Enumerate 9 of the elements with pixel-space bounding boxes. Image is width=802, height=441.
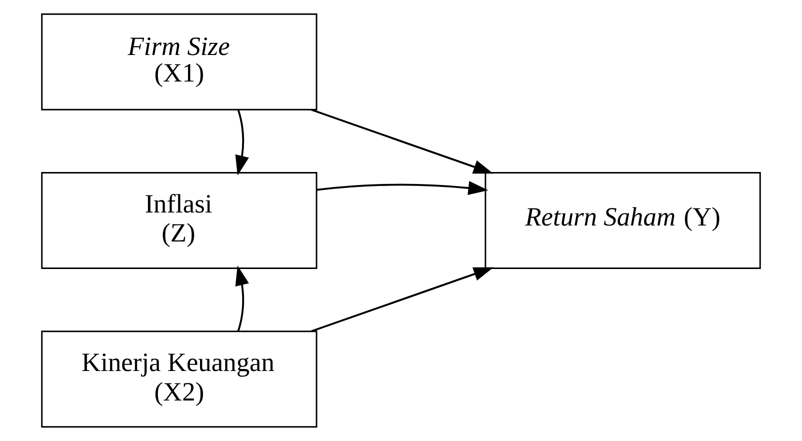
- arrow: [310, 108, 494, 174]
- arrow: [235, 109, 249, 176]
- arrow: [311, 267, 494, 332]
- arrow: [235, 265, 249, 332]
- node-box: Return Saham (Y): [484, 172, 761, 269]
- node-box: Inflasi (Z): [41, 172, 318, 269]
- arrow: [316, 181, 488, 195]
- node-box: Firm Size (X1): [41, 13, 318, 110]
- node-box: Kinerja Keuangan (X2): [41, 330, 318, 428]
